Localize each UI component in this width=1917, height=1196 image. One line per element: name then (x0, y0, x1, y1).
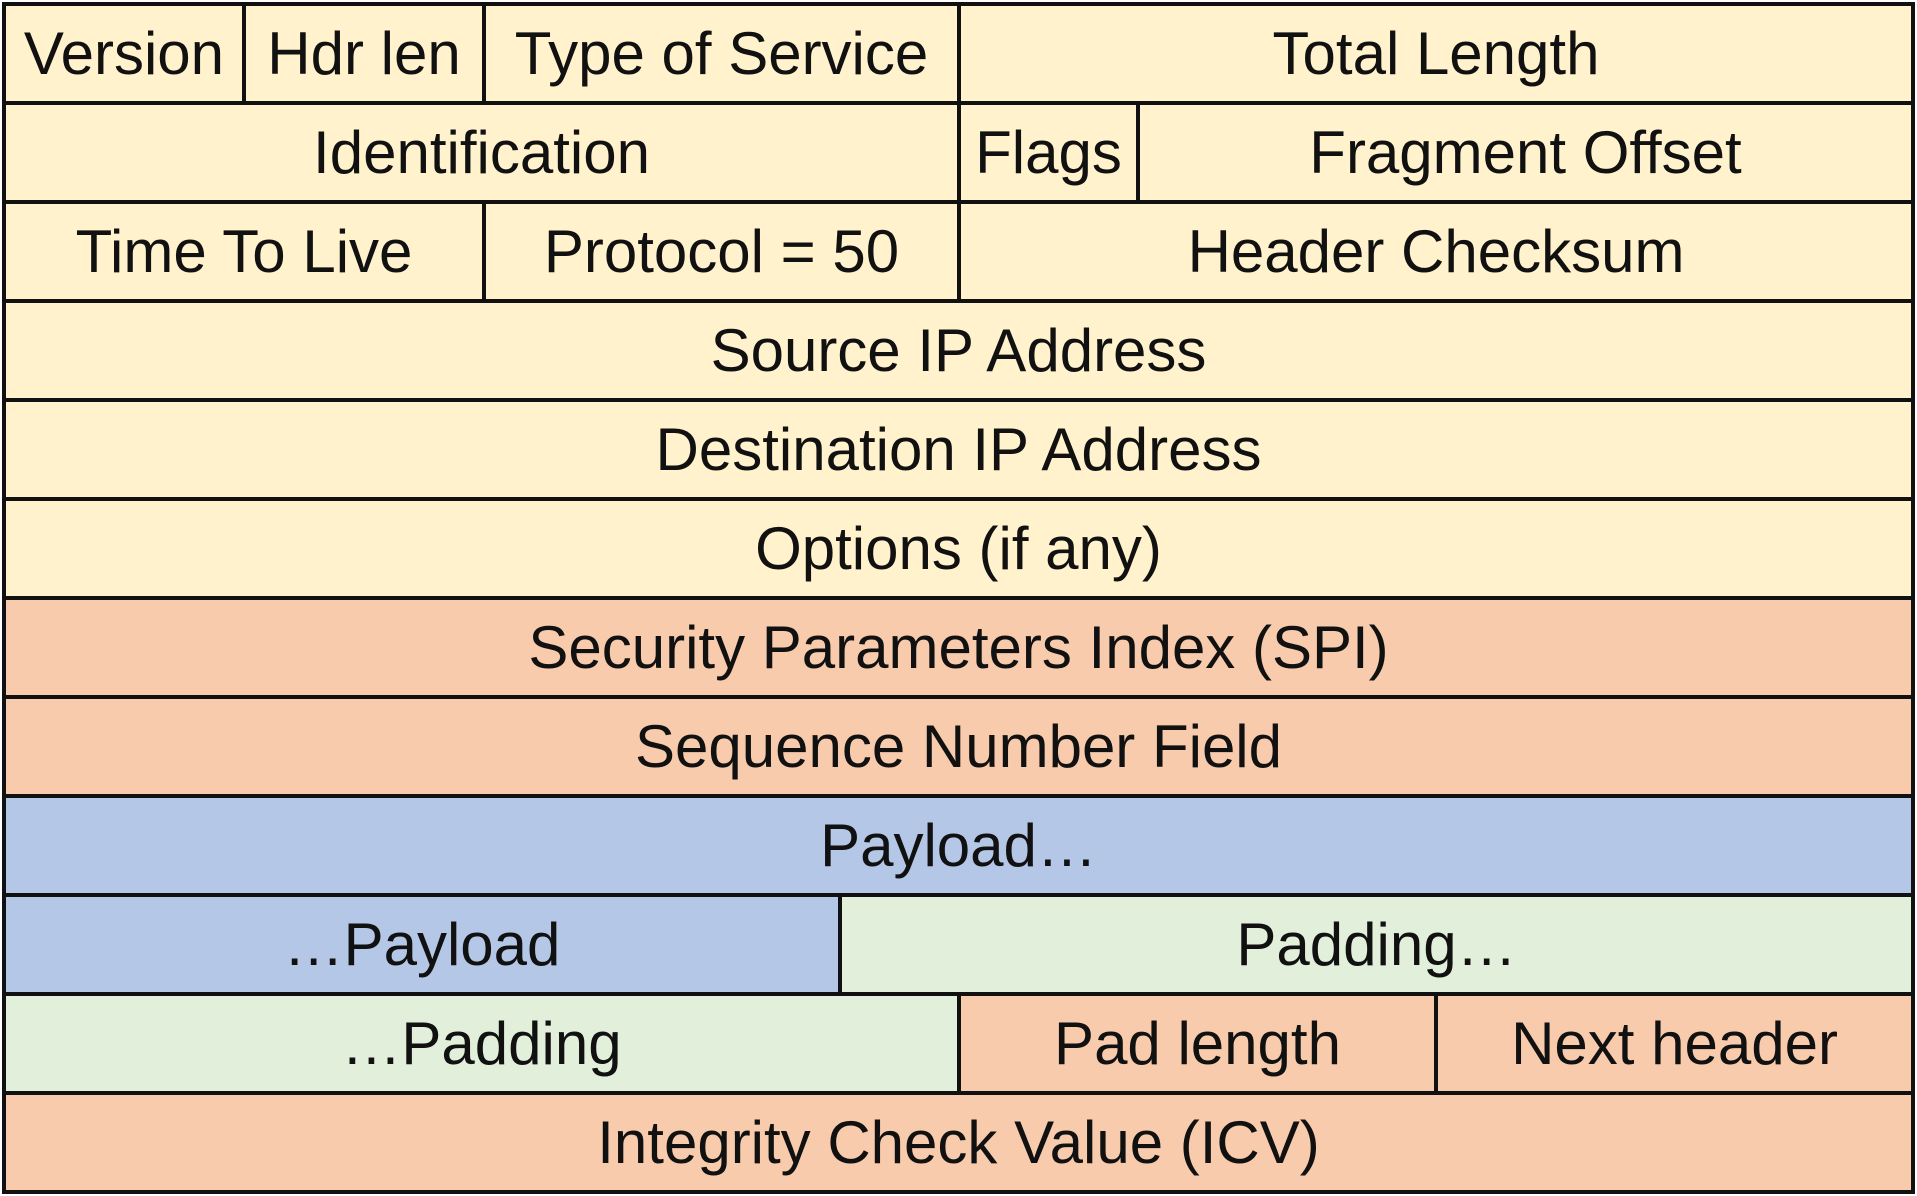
field-flags: Flags (957, 101, 1140, 204)
field-padding-end: …Padding (2, 992, 961, 1095)
field-version: Version (2, 2, 246, 105)
field-sequence-number: Sequence Number Field (2, 695, 1915, 798)
field-fragment-offset: Fragment Offset (1136, 101, 1915, 204)
field-hdr-len: Hdr len (242, 2, 486, 105)
field-identification: Identification (2, 101, 961, 204)
field-next-header: Next header (1434, 992, 1915, 1095)
field-payload-start: Payload… (2, 794, 1915, 897)
field-payload-end: …Payload (2, 893, 842, 996)
field-pad-length: Pad length (957, 992, 1438, 1095)
field-icv: Integrity Check Value (ICV) (2, 1091, 1915, 1194)
field-protocol: Protocol = 50 (482, 200, 961, 303)
field-type-of-service: Type of Service (482, 2, 961, 105)
field-options: Options (if any) (2, 497, 1915, 600)
field-time-to-live: Time To Live (2, 200, 486, 303)
field-total-length: Total Length (957, 2, 1915, 105)
field-padding-start: Padding… (838, 893, 1915, 996)
field-source-ip: Source IP Address (2, 299, 1915, 402)
field-header-checksum: Header Checksum (957, 200, 1915, 303)
field-spi: Security Parameters Index (SPI) (2, 596, 1915, 699)
field-destination-ip: Destination IP Address (2, 398, 1915, 501)
